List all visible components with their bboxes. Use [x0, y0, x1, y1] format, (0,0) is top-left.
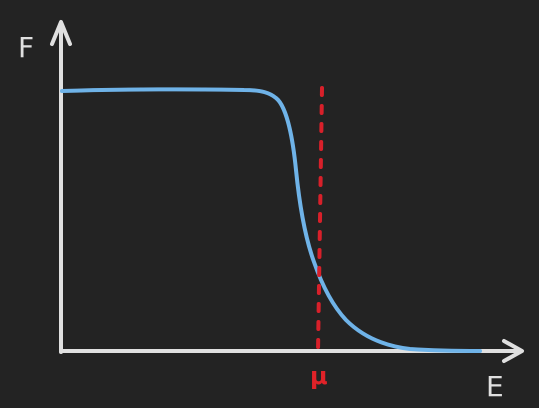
- chemical-potential-line: [316, 86, 324, 354]
- y-axis-arrowhead: [50, 20, 72, 46]
- x-axis-arrowhead: [502, 339, 524, 363]
- distribution-curve: [60, 87, 482, 353]
- y-axis-label: F: [18, 31, 34, 64]
- chemical-potential-label: μ: [310, 362, 328, 390]
- x-axis-label: E: [486, 370, 504, 403]
- y-axis: [50, 20, 72, 354]
